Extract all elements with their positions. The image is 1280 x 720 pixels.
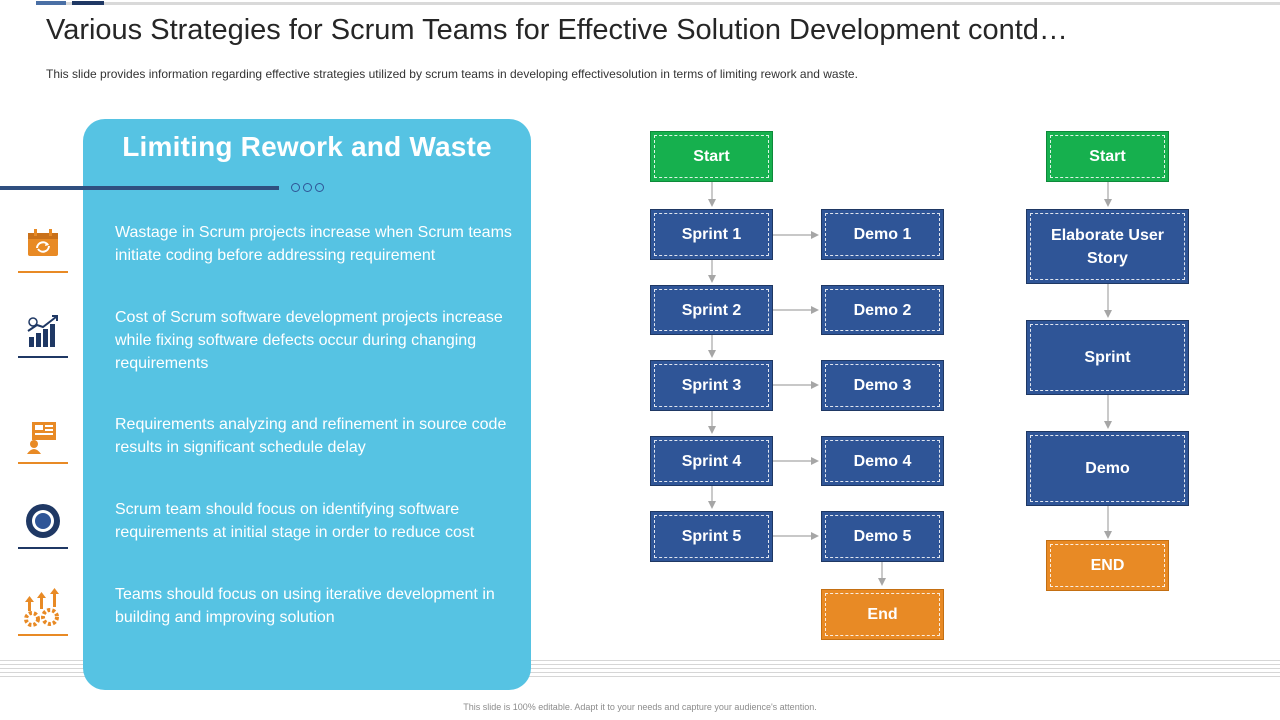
flow1-sprint-5: Sprint 5 (650, 511, 773, 562)
calendar-refresh-icon (18, 218, 68, 268)
page-subtitle: This slide provides information regardin… (46, 67, 858, 81)
icon-underline (18, 547, 68, 549)
flow2-start: Start (1046, 131, 1169, 182)
strategy-point-1: Wastage in Scrum projects increase when … (115, 224, 512, 264)
icon-underline (18, 634, 68, 636)
strategy-point-5: Teams should focus on using iterative de… (115, 586, 495, 626)
flow2-end: END (1046, 540, 1169, 591)
top-accent-light (36, 1, 66, 5)
dot-icon (315, 183, 324, 192)
top-rule (36, 2, 1280, 5)
flow2-demo: Demo (1026, 431, 1189, 506)
strategy-point-4: Scrum team should focus on identifying s… (115, 501, 475, 541)
strategy-point-3: Requirements analyzing and refinement in… (115, 416, 507, 456)
flow2-sprint: Sprint (1026, 320, 1189, 395)
flow1-demo-4: Demo 4 (821, 436, 944, 486)
strategy-panel (83, 119, 531, 690)
gears-growth-icon (18, 582, 68, 632)
target-ring-icon (18, 496, 68, 546)
flow1-sprint-1: Sprint 1 (650, 209, 773, 260)
dot-icon (303, 183, 312, 192)
flow1-demo-2: Demo 2 (821, 285, 944, 335)
page-title: Various Strategies for Scrum Teams for E… (46, 14, 1068, 46)
flow1-start: Start (650, 131, 773, 182)
flow1-sprint-2: Sprint 2 (650, 285, 773, 335)
presentation-board-icon (18, 412, 68, 462)
footer-note: This slide is 100% editable. Adapt it to… (463, 702, 817, 712)
growth-chart-icon (18, 306, 68, 356)
flow1-sprint-4: Sprint 4 (650, 436, 773, 486)
flow1-demo-5: Demo 5 (821, 511, 944, 562)
flow2-elaborate-user-story: Elaborate User Story (1026, 209, 1189, 284)
flow1-sprint-3: Sprint 3 (650, 360, 773, 411)
panel-title-rule (0, 186, 279, 190)
bottom-stripes (0, 660, 1280, 680)
dot-icon (291, 183, 300, 192)
icon-underline (18, 462, 68, 464)
flow1-demo-3: Demo 3 (821, 360, 944, 411)
top-accent-dark (72, 1, 104, 5)
flow1-demo-1: Demo 1 (821, 209, 944, 260)
icon-underline (18, 356, 68, 358)
panel-title: Limiting Rework and Waste (122, 131, 492, 162)
strategy-point-2: Cost of Scrum software development proje… (115, 309, 503, 372)
flow1-end: End (821, 589, 944, 640)
icon-underline (18, 271, 68, 273)
decorative-dots (291, 183, 324, 192)
